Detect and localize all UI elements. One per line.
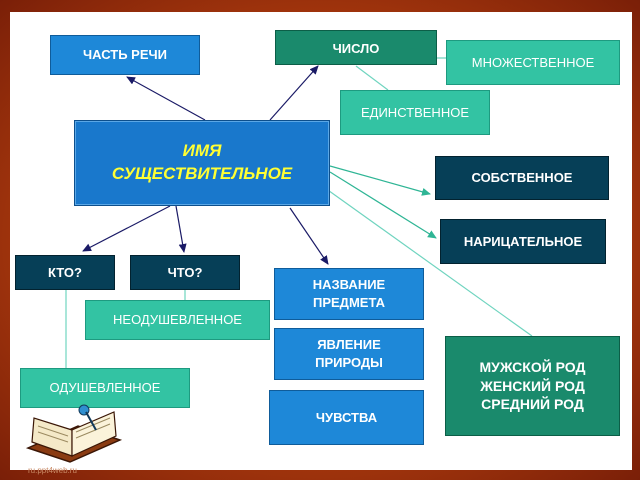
node-kto: КТО? — [15, 255, 115, 290]
node-rod: МУЖСКОЙ РОД ЖЕНСКИЙ РОД СРЕДНИЙ РОД — [445, 336, 620, 436]
node-neodushevlennoe: НЕОДУШЕВЛЕННОЕ — [85, 300, 270, 340]
open-book-icon — [25, 404, 123, 463]
node-imya-sushchestvitelnoe: ИМЯ СУЩЕСТВИТЕЛЬНОЕ — [74, 120, 330, 206]
node-odushevlennoe: ОДУШЕВЛЕННОЕ — [20, 368, 190, 408]
node-chuvstva: ЧУВСТВА — [269, 390, 424, 445]
node-chast-rechi: ЧАСТЬ РЕЧИ — [50, 35, 200, 75]
node-edinstvennoe: ЕДИНСТВЕННОЕ — [340, 90, 490, 135]
node-chislo: ЧИСЛО — [275, 30, 437, 65]
node-naritsatelnoe: НАРИЦАТЕЛЬНОЕ — [440, 219, 606, 264]
node-sobstvennoe: СОБСТВЕННОЕ — [435, 156, 609, 200]
watermark: ru.ppt4web.ru — [28, 466, 77, 475]
node-nazvanie-predmeta: НАЗВАНИЕ ПРЕДМЕТА — [274, 268, 424, 320]
node-chto: ЧТО? — [130, 255, 240, 290]
node-yavlenie-prirody: ЯВЛЕНИЕ ПРИРОДЫ — [274, 328, 424, 380]
node-mnozhestvennoe: МНОЖЕСТВЕННОЕ — [446, 40, 620, 85]
